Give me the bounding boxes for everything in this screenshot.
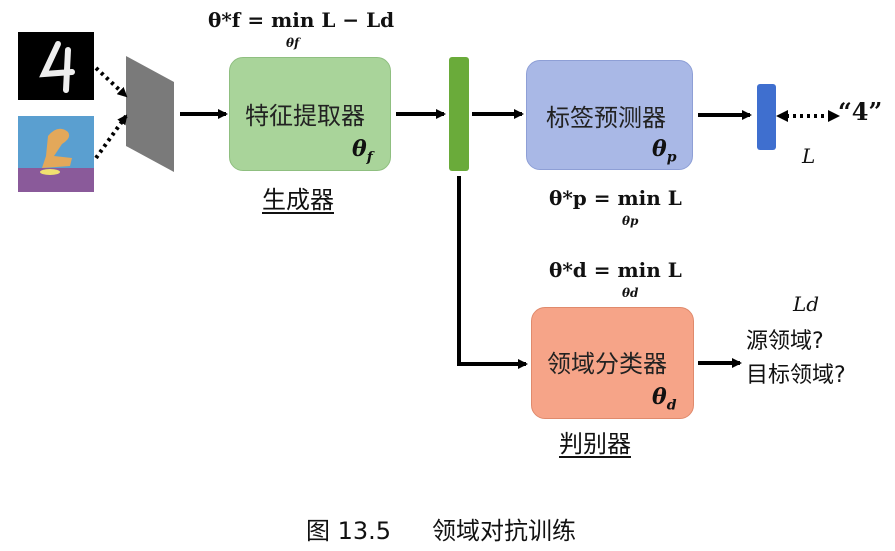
source-domain-question: 源领域?	[746, 329, 824, 354]
theta-d-symbol: θ	[652, 384, 667, 410]
theta-f-label: θf	[352, 136, 373, 165]
feature-extractor-label: 特征提取器	[245, 102, 365, 130]
theta-p-symbol: θ	[652, 136, 667, 162]
loss-label-l: L	[802, 144, 816, 168]
equation-theta-f-under: θf	[286, 36, 300, 50]
domain-classifier-label: 领域分类器	[547, 350, 667, 378]
label-predictor-label: 标签预测器	[546, 104, 666, 132]
svhn-input-arrow	[94, 114, 128, 160]
figure-title: 领域对抗训练	[432, 517, 576, 545]
arrow-to-domain-classifier	[457, 176, 528, 369]
predicted-label-output: “4”	[838, 97, 883, 126]
theta-d-sub: d	[666, 397, 677, 414]
label-predictor-box	[526, 60, 693, 170]
theta-d-label: θd	[652, 384, 676, 413]
equation-theta-p: θ*p = min L	[549, 186, 682, 210]
theta-p-sub: p	[666, 149, 677, 166]
equation-theta-f: θ*f = min L − Ld	[208, 8, 395, 32]
domain-classifier-box	[531, 307, 694, 419]
theta-f-symbol: θ	[352, 136, 367, 162]
discriminator-label: 判别器	[559, 430, 631, 458]
domain-loss-label: Ld	[793, 292, 820, 316]
figure-number: 图 13.5	[306, 517, 392, 545]
label-vector	[757, 84, 776, 150]
feature-vector	[449, 57, 469, 171]
svhn-digit-image	[18, 116, 94, 192]
input-projector	[126, 56, 174, 172]
equation-theta-p-under: θp	[622, 214, 639, 228]
theta-p-label: θp	[652, 136, 676, 165]
theta-f-sub: f	[366, 149, 373, 166]
generator-label: 生成器	[262, 186, 334, 214]
mnist-input-arrow	[94, 66, 128, 98]
feature-extractor-box	[229, 57, 391, 171]
mnist-digit-image	[18, 32, 94, 100]
equation-theta-d-under: θd	[622, 286, 639, 300]
equation-theta-d: θ*d = min L	[549, 258, 682, 282]
target-domain-question: 目标领域?	[746, 363, 846, 388]
